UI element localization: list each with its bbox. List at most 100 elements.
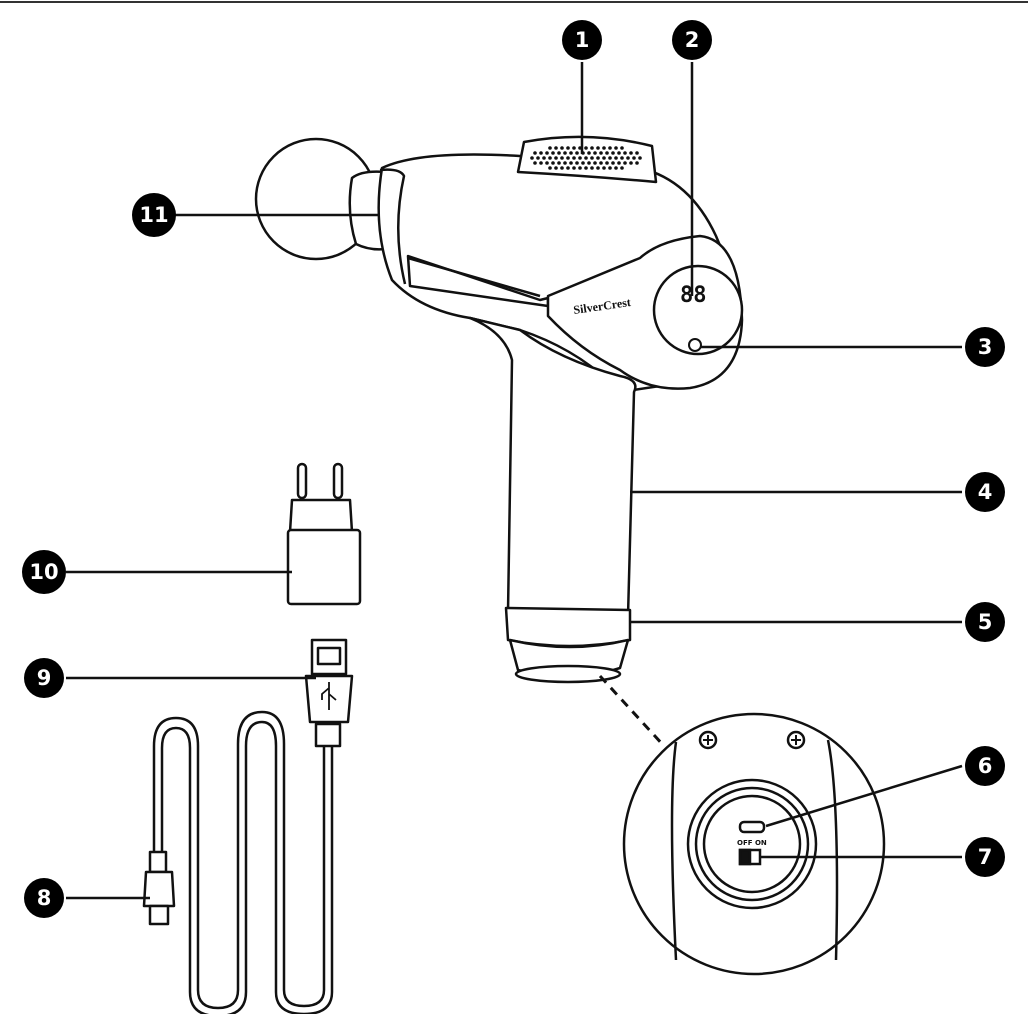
vent-hole xyxy=(554,146,558,150)
callout-number: 10 xyxy=(29,560,58,584)
vent-hole xyxy=(545,161,549,165)
callout-badge xyxy=(965,472,1005,512)
callout-8: 8 xyxy=(24,878,64,918)
vent-hole xyxy=(605,151,609,155)
vent-hole xyxy=(536,156,540,160)
vent-hole xyxy=(545,151,549,155)
vent-hole xyxy=(632,156,636,160)
vent-hole xyxy=(539,151,543,155)
vent-hole xyxy=(569,161,573,165)
vent-hole xyxy=(533,161,537,165)
vent-hole xyxy=(563,151,567,155)
vent-hole xyxy=(572,156,576,160)
cable-wire-inner xyxy=(160,720,334,1014)
vent-hole xyxy=(620,156,624,160)
callout-badge xyxy=(672,20,712,60)
adapter-body xyxy=(286,528,362,606)
vent-hole xyxy=(602,166,606,170)
power-adapter xyxy=(286,462,362,606)
vent-hole xyxy=(566,156,570,160)
vent-hole xyxy=(593,161,597,165)
front-cap xyxy=(652,264,744,356)
vent-hole xyxy=(530,156,534,160)
callout-badge xyxy=(965,837,1005,877)
vent-hole xyxy=(623,161,627,165)
vent-hole xyxy=(623,151,627,155)
callout-number: 5 xyxy=(978,610,993,634)
vent-hole xyxy=(572,146,576,150)
vent-hole xyxy=(542,156,546,160)
vent-hole xyxy=(572,166,576,170)
vent-hole xyxy=(614,156,618,160)
callout-number: 7 xyxy=(978,845,993,869)
vent-hole xyxy=(605,161,609,165)
vent-hole xyxy=(599,151,603,155)
vent-hole xyxy=(569,151,573,155)
adapter-top xyxy=(288,498,354,534)
callout-number: 3 xyxy=(978,335,993,359)
callout-badge xyxy=(24,658,64,698)
vent-hole xyxy=(584,156,588,160)
vent-hole xyxy=(566,146,570,150)
callout-5: 5 xyxy=(965,602,1005,642)
base-ring-upper xyxy=(504,606,632,648)
vent-hole xyxy=(557,151,561,155)
callout-badge xyxy=(965,602,1005,642)
vent-hole xyxy=(560,146,564,150)
adapter-prong-right xyxy=(332,462,344,500)
leader-lines xyxy=(66,62,963,900)
usb-cable xyxy=(142,638,354,1014)
vent-hole xyxy=(587,151,591,155)
front-face xyxy=(652,264,744,356)
usb-symbol-icon xyxy=(321,682,337,710)
screw-right-cross-icon xyxy=(791,735,801,745)
vent-hole xyxy=(620,146,624,150)
vent-hole xyxy=(611,161,615,165)
vent-hole xyxy=(557,161,561,165)
vent-hole xyxy=(575,161,579,165)
vent-hole xyxy=(533,151,537,155)
callout-badge xyxy=(965,327,1005,367)
vent-hole xyxy=(620,166,624,170)
vent-hole xyxy=(635,151,639,155)
callout-badge xyxy=(965,746,1005,786)
vent-hole xyxy=(548,166,552,170)
vent-hole xyxy=(554,166,558,170)
callout-11: 11 xyxy=(132,193,176,237)
leader-6 xyxy=(765,764,963,828)
vent-hole xyxy=(596,166,600,170)
callout-number: 2 xyxy=(685,28,700,52)
callout-3: 3 xyxy=(965,327,1005,367)
vent-hole xyxy=(614,166,618,170)
vent-hole xyxy=(551,161,555,165)
vent-hole xyxy=(590,156,594,160)
callout-6: 6 xyxy=(965,746,1005,786)
vent-hole xyxy=(575,151,579,155)
leader-2-to-panel xyxy=(407,256,541,298)
vent-hole xyxy=(617,161,621,165)
vent-hole xyxy=(590,166,594,170)
vent-hole xyxy=(584,166,588,170)
switch-label: OFF ON xyxy=(737,839,767,847)
callout-number: 1 xyxy=(575,28,590,52)
cable-wire-outer xyxy=(152,710,326,1010)
zoom-connector xyxy=(598,674,666,748)
vent-hole xyxy=(599,161,603,165)
zoom-detail xyxy=(622,712,886,976)
vent-hole xyxy=(602,146,606,150)
vent-hole xyxy=(635,161,639,165)
callout-badge xyxy=(562,20,602,60)
vent-hole xyxy=(608,156,612,160)
callout-4: 4 xyxy=(965,472,1005,512)
vent-hole xyxy=(548,146,552,150)
vent-hole xyxy=(551,151,555,155)
callout-badge xyxy=(132,193,176,237)
vent-hole xyxy=(578,166,582,170)
adapter-prong-left xyxy=(296,462,308,500)
vent-hole xyxy=(584,146,588,150)
usb-c-strain xyxy=(148,850,168,874)
vent-hole xyxy=(548,156,552,160)
usb-a-strain xyxy=(314,722,342,748)
callout-number: 4 xyxy=(978,480,993,504)
